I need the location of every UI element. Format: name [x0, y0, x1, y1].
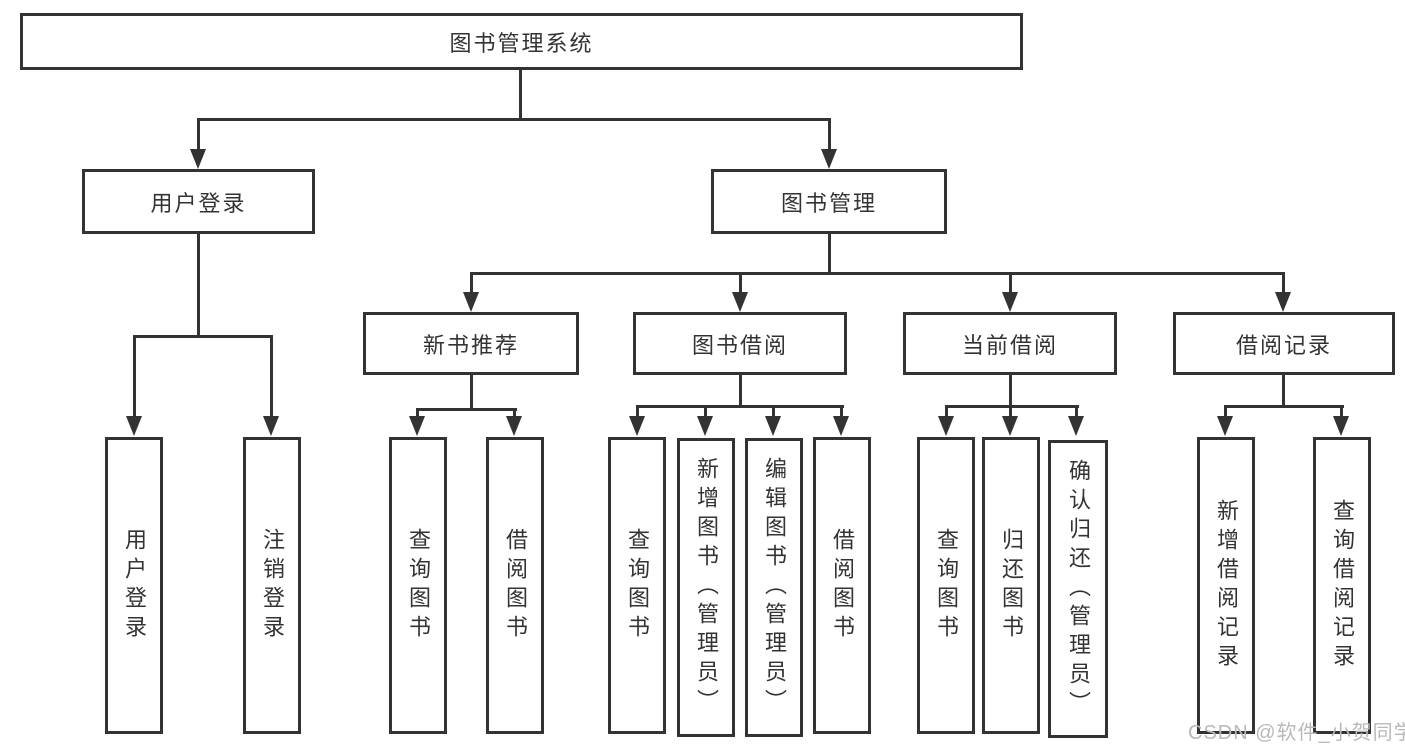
leaf-records-query-record: 查询借阅记录: [1313, 437, 1371, 734]
node-label: 编辑图书（管理员）: [762, 457, 787, 718]
arrow-down-icon: [506, 416, 522, 436]
leaf-logout: 注销登录: [243, 437, 301, 734]
leaf-current-confirm-return-admin: 确认归还（管理员）: [1048, 440, 1108, 738]
node-label: 查询借阅记录: [1330, 498, 1355, 673]
connector-line: [945, 405, 1079, 408]
connector-line: [470, 272, 473, 293]
arrow-down-icon: [938, 416, 954, 436]
node-current-borrowing: 当前借阅: [903, 312, 1117, 375]
connector-line: [636, 405, 639, 417]
node-book-management: 图书管理: [711, 169, 947, 234]
arrow-down-icon: [190, 149, 206, 169]
node-label: 用户登录: [122, 527, 147, 644]
connector-line: [772, 405, 775, 417]
node-label: 确认归还（管理员）: [1066, 458, 1091, 720]
connector-line: [470, 272, 1285, 275]
connector-line: [416, 408, 517, 411]
connector-line: [704, 405, 707, 417]
leaf-recommend-query-books: 查询图书: [389, 437, 447, 734]
node-label: 图书借阅: [691, 332, 788, 358]
connector-line: [840, 405, 843, 417]
connector-line: [1282, 272, 1285, 293]
connector-line: [197, 118, 200, 150]
connector-line: [1009, 375, 1012, 405]
leaf-current-query-books: 查询图书: [917, 437, 975, 734]
arrow-down-icon: [732, 292, 748, 312]
node-user-login: 用户登录: [82, 169, 315, 234]
node-label: 查询图书: [934, 527, 959, 644]
connector-line: [197, 118, 831, 121]
connector-line: [739, 272, 742, 293]
node-label: 注销登录: [260, 527, 285, 644]
leaf-user-login: 用户登录: [105, 437, 163, 734]
connector-line: [470, 375, 473, 408]
connector-line: [197, 234, 200, 335]
arrow-down-icon: [1217, 416, 1233, 436]
connector-line: [1340, 405, 1343, 417]
node-label: 新增图书（管理员）: [694, 457, 719, 718]
leaf-records-add-record: 新增借阅记录: [1197, 437, 1255, 734]
connector-line: [828, 234, 831, 272]
arrow-down-icon: [409, 416, 425, 436]
connector-line: [828, 118, 831, 150]
leaf-current-return-books: 归还图书: [982, 437, 1040, 734]
connector-line: [1224, 405, 1344, 408]
node-borrowing-records: 借阅记录: [1173, 312, 1395, 375]
connector-line: [513, 408, 516, 417]
arrow-down-icon: [1002, 292, 1018, 312]
leaf-borrowing-borrow-books: 借阅图书: [813, 437, 871, 734]
leaf-borrowing-add-books-admin: 新增图书（管理员）: [677, 438, 735, 737]
arrow-down-icon: [697, 416, 713, 436]
connector-line: [1009, 405, 1012, 417]
node-label: 查询图书: [406, 527, 431, 644]
leaf-borrowing-query-books: 查询图书: [608, 437, 666, 734]
node-label: 借阅图书: [830, 527, 855, 644]
node-book-borrowing: 图书借阅: [633, 312, 847, 375]
node-new-book-recommend: 新书推荐: [363, 312, 579, 375]
connector-line: [945, 405, 948, 417]
arrow-down-icon: [629, 416, 645, 436]
arrow-down-icon: [1333, 416, 1349, 436]
connector-line: [270, 335, 273, 416]
connector-line: [1009, 272, 1012, 293]
connector-line: [416, 408, 419, 417]
arrow-down-icon: [833, 416, 849, 436]
connector-line: [133, 335, 273, 338]
arrow-down-icon: [463, 292, 479, 312]
arrow-down-icon: [1275, 292, 1291, 312]
node-label: 当前借阅: [961, 332, 1058, 358]
connector-line: [519, 70, 522, 118]
node-label: 借阅图书: [503, 527, 528, 644]
node-label: 归还图书: [999, 527, 1024, 644]
arrow-down-icon: [1002, 416, 1018, 436]
node-label: 借阅记录: [1235, 332, 1332, 358]
csdn-watermark: CSDN @软件_小贺同学: [1188, 722, 1405, 744]
connector-line: [1075, 405, 1078, 417]
node-label: 用户登录: [150, 190, 247, 216]
connector-line: [739, 375, 742, 405]
node-label: 图书管理: [780, 190, 877, 216]
leaf-borrowing-edit-books-admin: 编辑图书（管理员）: [745, 438, 803, 737]
arrow-down-icon: [765, 416, 781, 436]
node-label: 查询图书: [625, 527, 650, 644]
connector-line: [636, 405, 844, 408]
node-label: 新书推荐: [422, 332, 519, 358]
arrow-down-icon: [821, 149, 837, 169]
connector-line: [1282, 375, 1285, 405]
node-label: 图书管理系统: [449, 30, 594, 56]
connector-line: [1224, 405, 1227, 417]
node-label: 新增借阅记录: [1214, 498, 1239, 673]
leaf-recommend-borrow-books: 借阅图书: [486, 437, 544, 734]
arrow-down-icon: [1068, 416, 1084, 436]
connector-line: [133, 335, 136, 416]
node-root: 图书管理系统: [20, 13, 1023, 70]
arrow-down-icon: [263, 416, 279, 436]
arrow-down-icon: [126, 416, 142, 436]
